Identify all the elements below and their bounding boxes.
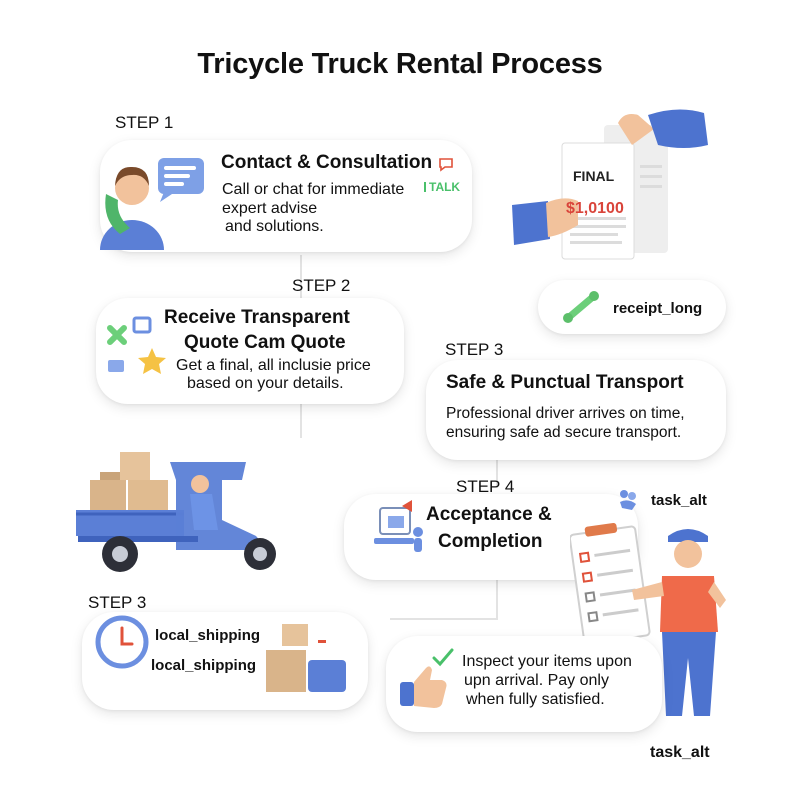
tricycle-truck-illustration: [72, 450, 288, 580]
connector-line: [390, 618, 498, 620]
quote-amount: $1,0100: [566, 200, 624, 217]
step-1-line-1: Call or chat for immediate: [222, 181, 405, 198]
step-2-label: STEP 2: [292, 276, 351, 295]
inspect-line-1: Inspect your items upon: [462, 653, 632, 670]
step-4-label: STEP 4: [456, 477, 515, 496]
step-2-heading-line-1: Receive Transparent: [164, 307, 350, 328]
task-alt-icon: [614, 486, 642, 514]
connector-line: [300, 255, 302, 300]
step-3-label: STEP 3: [445, 340, 504, 359]
boxes-icon: [262, 620, 352, 694]
step-4-heading-line-2: Completion: [438, 531, 543, 552]
connector-line: [496, 458, 498, 488]
local-shipping-label-2: local_shipping: [151, 657, 257, 674]
receipt-long-icon: [562, 290, 602, 324]
step-2-line-1: Get a final, all inclusie price: [176, 357, 371, 374]
step-1-line-3: and solutions.: [225, 218, 324, 235]
inspect-line-2: upn arrival. Pay only: [464, 672, 609, 689]
receipt-hand-illustration: [508, 105, 728, 265]
page-title: Tricycle Truck Rental Process: [197, 48, 603, 80]
receipt-long-card: [538, 280, 726, 334]
step-3-heading: Safe & Punctual Transport: [446, 372, 684, 393]
bar-icon: [424, 182, 426, 192]
step-1-line-2: expert advise: [222, 200, 318, 217]
step-1-label: STEP 1: [115, 113, 174, 132]
worker-clipboard-illustration: [568, 520, 730, 725]
chat-icon: [438, 156, 454, 172]
step-4-heading-line-1: Acceptance &: [426, 504, 552, 525]
phone-consultant-icon: [100, 150, 215, 280]
step-3-card: [426, 360, 726, 460]
step-3-line-2: ensuring safe ad secure transport.: [446, 424, 682, 441]
step-3b-label: STEP 3: [88, 593, 147, 612]
talk-badge: TALK: [424, 180, 460, 194]
step-2-card: [96, 298, 404, 404]
inspect-line-3: when fully satisfied.: [466, 691, 605, 708]
step-3-line-1: Professional driver arrives on time,: [446, 405, 685, 422]
step-2-line-2: based on your details.: [187, 375, 344, 392]
final-label: FINAL: [573, 168, 615, 184]
step-1-heading: Contact & Consultation: [221, 152, 433, 173]
task-alt-label-bottom: task_alt: [650, 744, 710, 761]
receipt-hand-icon: [512, 109, 708, 260]
connector-line: [496, 580, 498, 620]
receipt-long-label: receipt_long: [613, 300, 703, 317]
clock-icon: [94, 614, 150, 670]
step-2-heading-line-2: Quote Cam Quote: [184, 332, 346, 353]
thumbs-up-check-icon: [398, 648, 458, 714]
talk-badge-label: TALK: [429, 180, 461, 194]
task-alt-label-top: task_alt: [651, 492, 707, 509]
connector-line: [300, 398, 302, 438]
desk-person-icon: [372, 500, 436, 556]
quote-shapes-icon: [104, 314, 172, 380]
local-shipping-label-1: local_shipping: [155, 627, 261, 644]
